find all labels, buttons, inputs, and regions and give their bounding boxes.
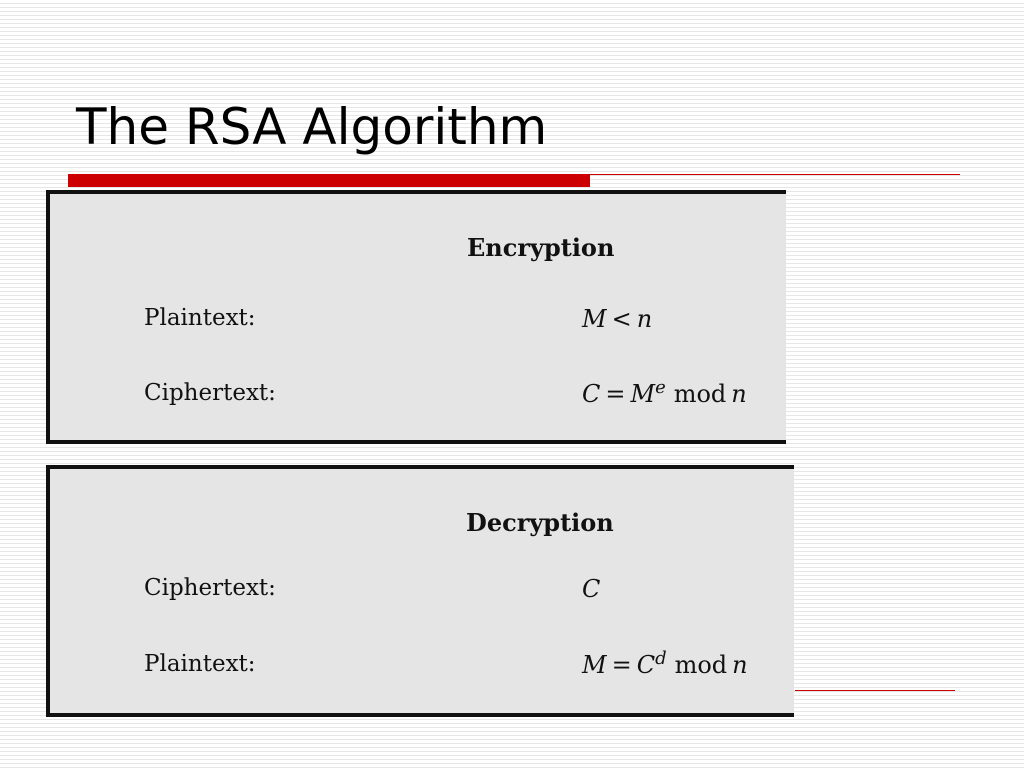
formula-operator: = bbox=[605, 380, 626, 408]
encryption-plaintext-label: Plaintext: bbox=[144, 305, 256, 331]
formula-lhs: C bbox=[582, 380, 601, 408]
formula-function: mod bbox=[673, 380, 727, 408]
formula-base: M bbox=[630, 380, 656, 408]
formula-function: mod bbox=[674, 651, 728, 679]
formula-base: C bbox=[636, 651, 656, 679]
formula-operator: < bbox=[611, 305, 632, 333]
title-accent-bar bbox=[68, 174, 590, 187]
formula-operator: = bbox=[611, 651, 632, 679]
encryption-ciphertext-label: Ciphertext: bbox=[144, 380, 276, 406]
formula-lhs: M bbox=[582, 305, 607, 333]
decryption-ciphertext-label: Ciphertext: bbox=[144, 575, 276, 601]
encryption-plaintext-formula: M<n bbox=[582, 307, 652, 331]
decryption-ciphertext-formula: C bbox=[582, 577, 600, 601]
formula-lhs: M bbox=[582, 651, 607, 679]
title-accent-line bbox=[590, 174, 960, 175]
decryption-plaintext-label: Plaintext: bbox=[144, 651, 256, 677]
encryption-heading: Encryption bbox=[467, 233, 615, 262]
formula-modulus: n bbox=[732, 651, 748, 679]
formula-exponent: d bbox=[655, 648, 667, 669]
formula-rhs: n bbox=[636, 305, 653, 333]
footer-accent-line bbox=[795, 690, 955, 691]
formula-modulus: n bbox=[731, 380, 747, 408]
decryption-box: Decryption Ciphertext: C Plaintext: M=Cd… bbox=[46, 465, 794, 717]
slide-title: The RSA Algorithm bbox=[76, 98, 548, 156]
formula-value: C bbox=[582, 575, 601, 603]
decryption-heading: Decryption bbox=[466, 508, 614, 537]
encryption-box: Encryption Plaintext: M<n Ciphertext: C=… bbox=[46, 190, 786, 444]
formula-exponent: e bbox=[655, 377, 666, 398]
